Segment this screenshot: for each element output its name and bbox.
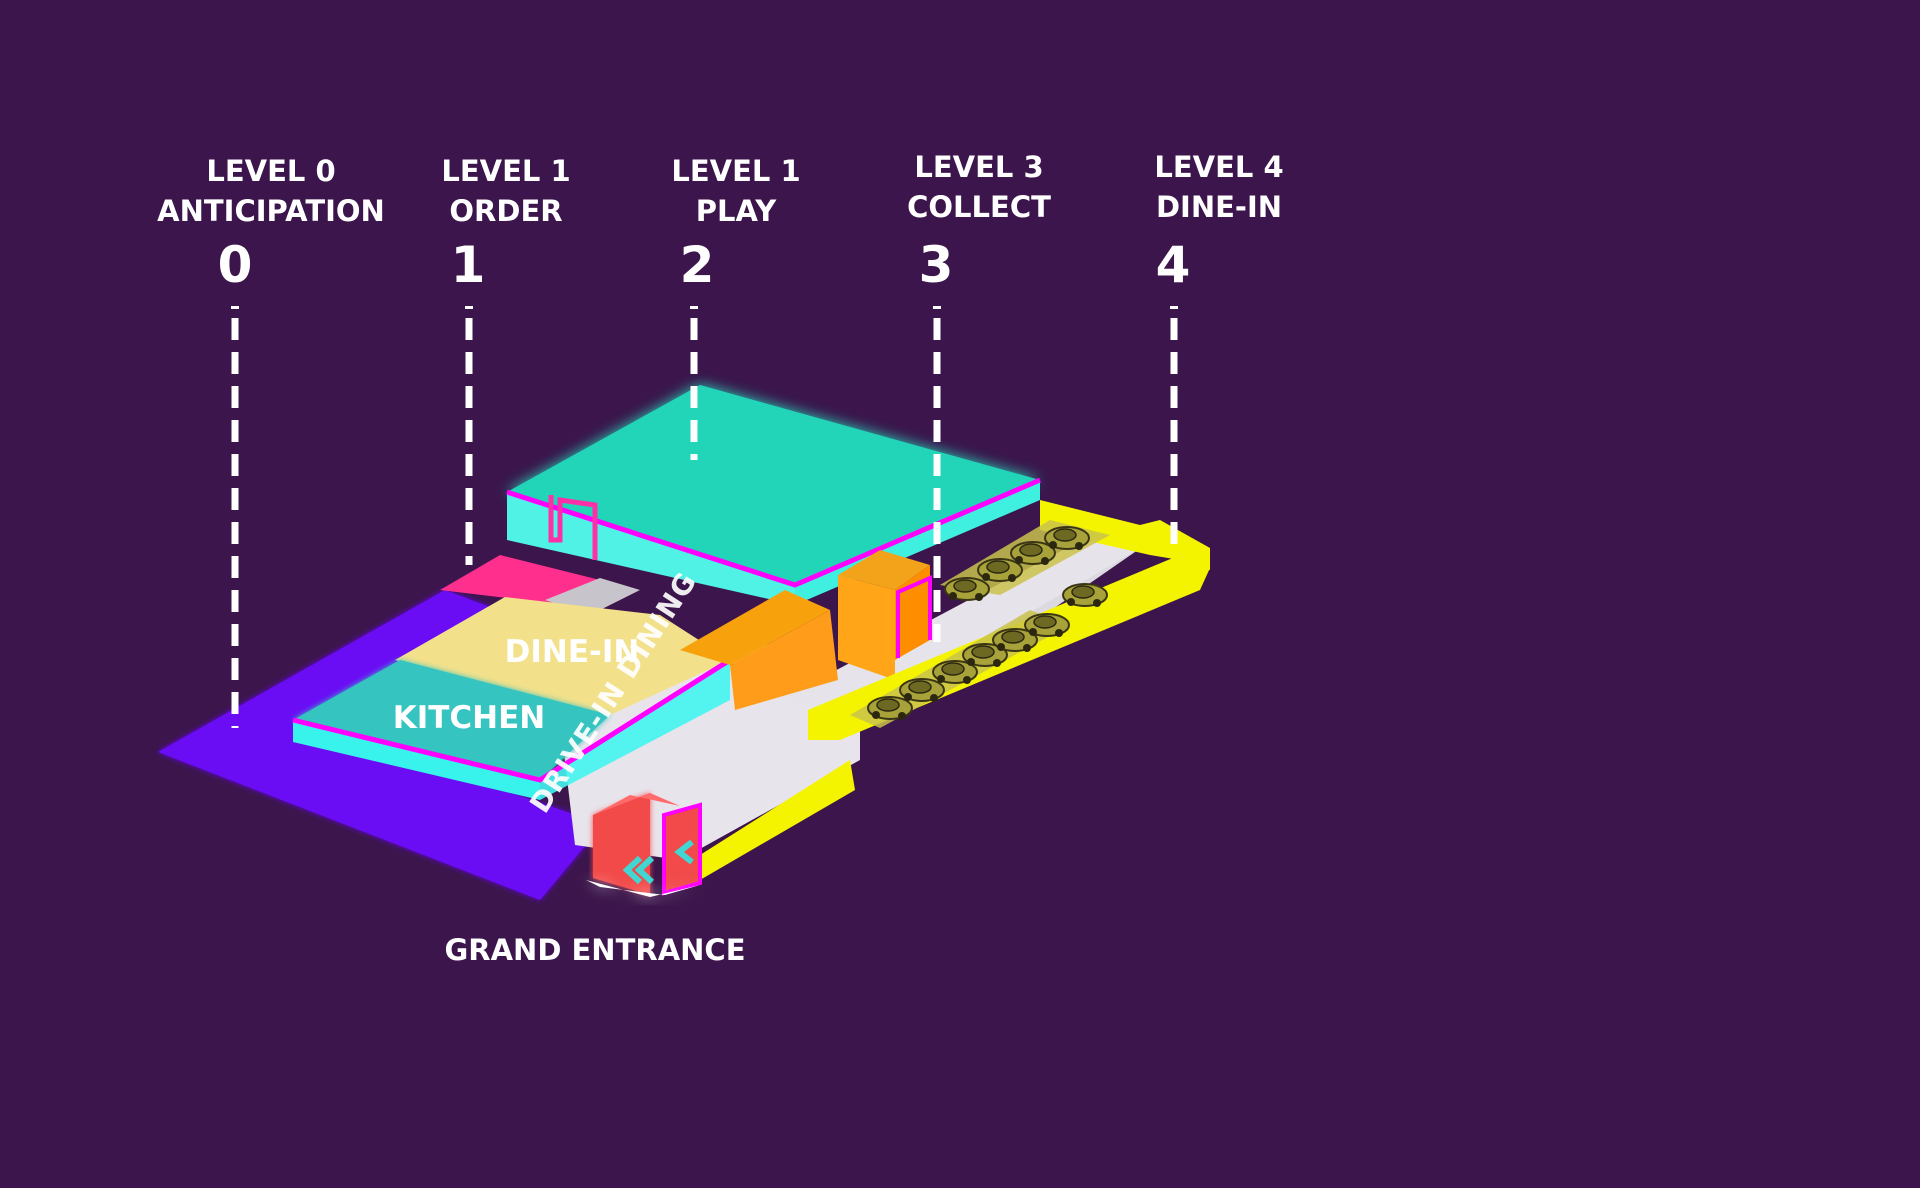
level-2-subtitle: PLAY [696, 194, 777, 228]
ground-slab [158, 590, 590, 900]
entrance-yellow-rail [700, 760, 855, 880]
level-3-number: 3 [919, 236, 954, 294]
car-icon [867, 696, 913, 721]
level-2-tick [690, 306, 698, 309]
dine-in-label: DINE-IN [505, 634, 640, 670]
level-2-title: LEVEL 1 [671, 154, 800, 188]
level-4-subtitle: DINE-IN [1156, 190, 1282, 224]
level-3-heading: LEVEL 3 COLLECT 3 [907, 150, 1051, 294]
kitchen-top [293, 660, 610, 780]
car-icon [899, 678, 945, 703]
kitchen-front [293, 720, 540, 800]
car-icon [1062, 583, 1108, 608]
level-1-number: 1 [451, 236, 486, 294]
level-0-subtitle: ANTICIPATION [157, 194, 385, 228]
play-zone-front [507, 492, 795, 605]
entrance-step [586, 880, 700, 897]
level-0-heading: LEVEL 0 ANTICIPATION 0 [157, 154, 385, 294]
kitchen-label: KITCHEN [393, 700, 546, 736]
level-4-tick [1170, 306, 1178, 309]
level-2-heading: LEVEL 1 PLAY 2 [671, 154, 800, 294]
play-neon-edge [506, 477, 1041, 588]
car-icon [1024, 613, 1070, 638]
level-0-tick [231, 306, 239, 309]
level-1-subtitle: ORDER [449, 194, 562, 228]
play-chimney [548, 495, 598, 560]
car-icon [1010, 541, 1056, 566]
level-1-heading: LEVEL 1 ORDER 1 [441, 154, 570, 294]
double-chevron-left-icon [622, 839, 694, 885]
level-3-tick [933, 306, 941, 309]
parking-back-rail [1040, 500, 1210, 570]
kitchen-neon-edge [292, 657, 732, 783]
entrance-block-top [593, 793, 680, 815]
level-3-subtitle: COLLECT [907, 190, 1051, 224]
level-1-tick [465, 306, 473, 309]
level-4-heading: LEVEL 4 DINE-IN 4 [1154, 150, 1283, 294]
level-0-number: 0 [218, 236, 253, 294]
car-icon [944, 577, 990, 602]
collect-tower-left [838, 575, 895, 680]
level-4-title: LEVEL 4 [1154, 150, 1283, 184]
level-1-title: LEVEL 1 [441, 154, 570, 188]
level-2-number: 2 [680, 236, 715, 294]
grand-entrance-label: GRAND ENTRANCE [444, 933, 745, 967]
collect-zone-front [730, 610, 838, 710]
car-icon [977, 558, 1023, 583]
level-0-title: LEVEL 0 [206, 154, 335, 188]
collect-tower-top [838, 550, 930, 590]
level-4-number: 4 [1156, 236, 1191, 294]
car-icon [1044, 526, 1090, 551]
kitchen-side [540, 660, 730, 800]
collect-zone-low [680, 590, 830, 665]
dine-in-zone [395, 597, 730, 715]
collect-neon-frame [896, 574, 932, 658]
level-3-title: LEVEL 3 [914, 150, 1043, 184]
